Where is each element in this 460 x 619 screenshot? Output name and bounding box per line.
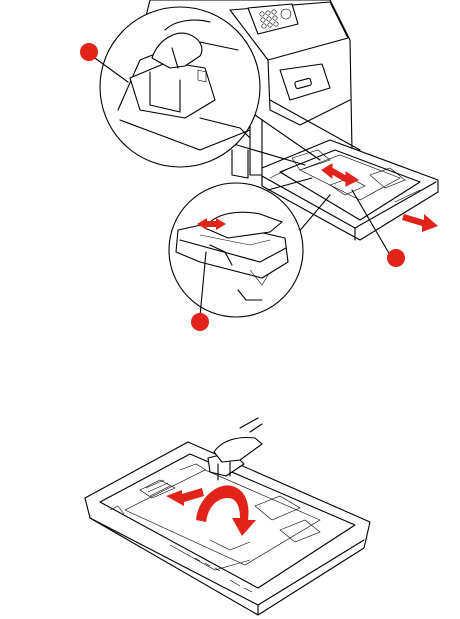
callout-marker-lower (191, 313, 209, 331)
tray-drawing (0, 410, 460, 619)
printer-drawing (0, 0, 460, 345)
tray-clip-illustration (0, 410, 460, 619)
pull-out-arrow (402, 214, 438, 232)
callout-marker-right (387, 249, 405, 267)
printer-tray-illustration (0, 0, 460, 345)
callout-marker-upper (80, 43, 98, 61)
